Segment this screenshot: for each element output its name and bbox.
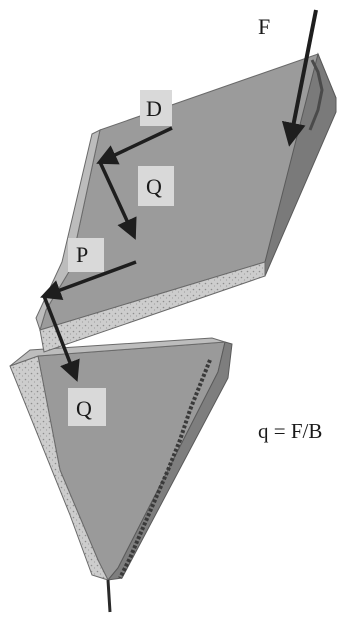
lower-plate-tip <box>106 579 112 613</box>
upper-weld-bead <box>308 59 324 131</box>
lower-plate <box>9 337 233 613</box>
label-P: P <box>76 242 88 267</box>
label-Q-upper: Q <box>146 174 162 199</box>
label-D: D <box>146 96 162 121</box>
upper-plate-front-edge <box>39 261 266 353</box>
lower-plate-front-edge <box>9 355 109 581</box>
force-arrow-Q-lower <box>42 295 80 382</box>
upper-plate-left-edge <box>35 129 101 332</box>
label-Q-lower: Q <box>76 396 92 421</box>
upper-plate <box>35 52 337 353</box>
force-arrows <box>40 9 318 382</box>
lower-weld-bead <box>118 359 212 579</box>
force-arrow-P <box>40 260 137 301</box>
label-box-D <box>140 90 172 126</box>
force-arrow-D <box>96 126 173 165</box>
lower-plate-top-edge <box>9 337 226 367</box>
label-box-Q-lower <box>68 388 106 426</box>
lower-plate-side-edge <box>106 341 233 581</box>
label-F: F <box>258 14 270 39</box>
force-arrow-Q-upper <box>98 161 137 240</box>
label-box-P <box>68 238 104 272</box>
label-boxes <box>68 90 174 426</box>
equation-text: q = F/B <box>258 419 322 443</box>
label-box-Q-upper <box>138 166 174 206</box>
force-arrow-F <box>281 9 318 147</box>
